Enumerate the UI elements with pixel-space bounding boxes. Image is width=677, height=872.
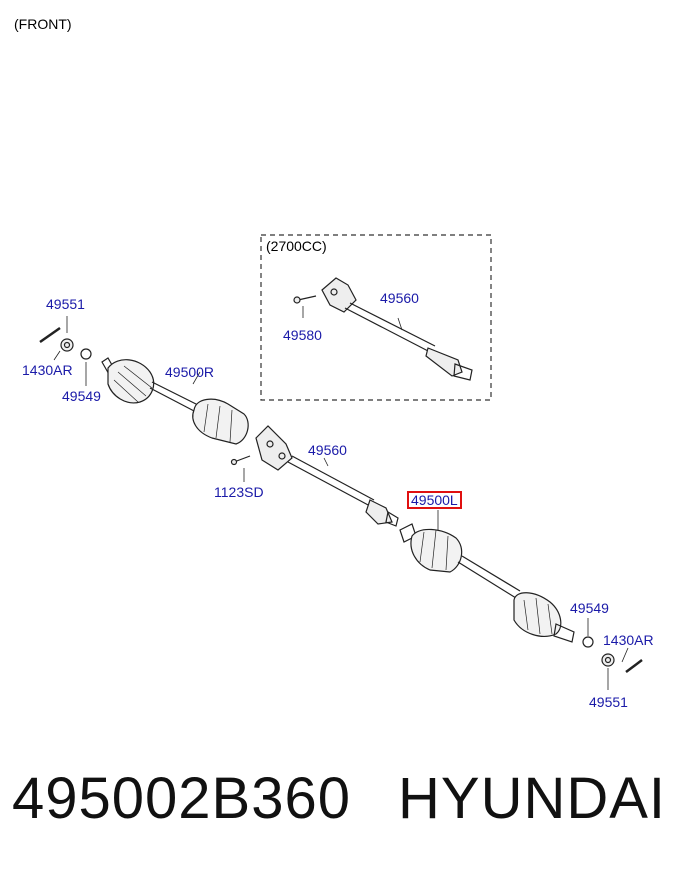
callout-variant-shaft[interactable]: 49560 [380, 290, 419, 306]
front-view-label: (FRONT) [14, 16, 72, 32]
variant-label: (2700CC) [266, 238, 327, 254]
callout-shaft-mid[interactable]: 49560 [308, 442, 347, 458]
callout-nut-left[interactable]: 49551 [46, 296, 85, 312]
intermediate-shaft [255, 425, 399, 527]
callout-pin-left[interactable]: 1430AR [22, 362, 73, 378]
variant-intermediate-shaft [321, 277, 473, 381]
variant-box [260, 234, 492, 401]
exploded-parts-diagram [39, 234, 643, 690]
callout-pin-right[interactable]: 1430AR [603, 632, 654, 648]
callout-washer-right[interactable]: 49549 [570, 600, 609, 616]
part-number-text: 495002B360 [12, 766, 351, 831]
callout-nut-right[interactable]: 49551 [589, 694, 628, 710]
right-hardware [582, 618, 643, 690]
brand-text: HYUNDAI [398, 766, 667, 831]
callout-bearing-bolt[interactable]: 1123SD [214, 484, 264, 500]
drive-shaft-right [101, 357, 249, 445]
callout-shaft-right[interactable]: 49500R [165, 364, 215, 380]
bearing-bolt [230, 455, 251, 482]
variant-bolt [293, 295, 317, 318]
callout-variant-bolt[interactable]: 49580 [283, 327, 322, 343]
left-hardware [39, 316, 92, 386]
callout-washer-left[interactable]: 49549 [62, 388, 101, 404]
callout-shaft-left-selected[interactable]: 49500L [407, 491, 462, 509]
drive-shaft-left [399, 510, 575, 643]
